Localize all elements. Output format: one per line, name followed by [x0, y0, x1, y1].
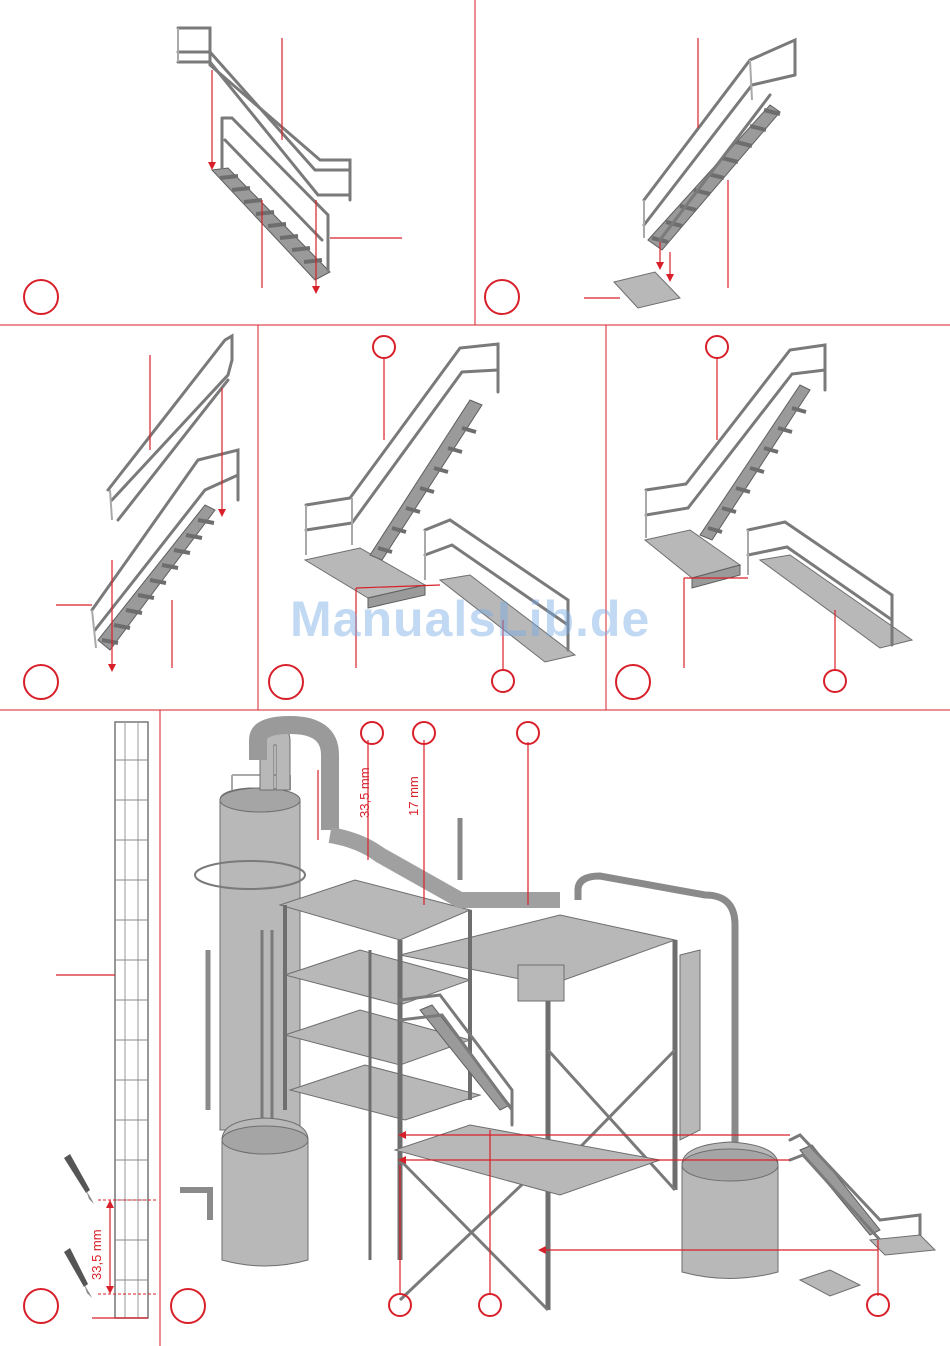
- part-callout-circle: [824, 670, 846, 692]
- hobby-knife-icon: [64, 1154, 94, 1204]
- step-number-circle: [485, 280, 519, 314]
- part-callout-circle: [867, 1294, 889, 1316]
- detached-stair: [790, 1135, 935, 1296]
- steel-structure: [280, 880, 675, 1310]
- step-6-ladder-cut: 33,5 mm: [24, 722, 158, 1323]
- step-number-circle: [24, 280, 58, 314]
- part-callout-circle: [492, 670, 514, 692]
- connector-walkway: [760, 555, 912, 648]
- step-5-platform-alt: [616, 336, 912, 699]
- hobby-knife-icon: [64, 1248, 92, 1298]
- step-1-stairs-assembly: [24, 28, 402, 314]
- part-callout-circle: [517, 722, 539, 744]
- part-callout-circle: [373, 336, 395, 358]
- step-number-circle: [269, 665, 303, 699]
- watermark: ManualsLib.de: [290, 590, 650, 648]
- step-2-stair-base: [485, 38, 795, 314]
- step-number-circle: [24, 1289, 58, 1323]
- cut-length-label: 33,5 mm: [89, 1229, 104, 1280]
- part-callout-circle: [361, 722, 383, 744]
- part-callout-circle: [389, 1294, 411, 1316]
- tower-offset-label: 33,5 mm: [357, 767, 372, 818]
- lower-stair-section: [212, 118, 330, 280]
- part-callout-circle: [479, 1294, 501, 1316]
- platform-height-label: 17 mm: [406, 776, 421, 816]
- step-7-final-model: 33,5 mm 17 mm: [171, 722, 935, 1323]
- upper-railing-section: [178, 28, 350, 200]
- step-number-circle: [616, 665, 650, 699]
- distillation-column: [220, 788, 300, 1130]
- step-3-railing: [24, 336, 238, 699]
- part-callout-circle: [706, 336, 728, 358]
- step-number-circle: [24, 665, 58, 699]
- step-number-circle: [171, 1289, 205, 1323]
- ladder-cage: [115, 722, 148, 1318]
